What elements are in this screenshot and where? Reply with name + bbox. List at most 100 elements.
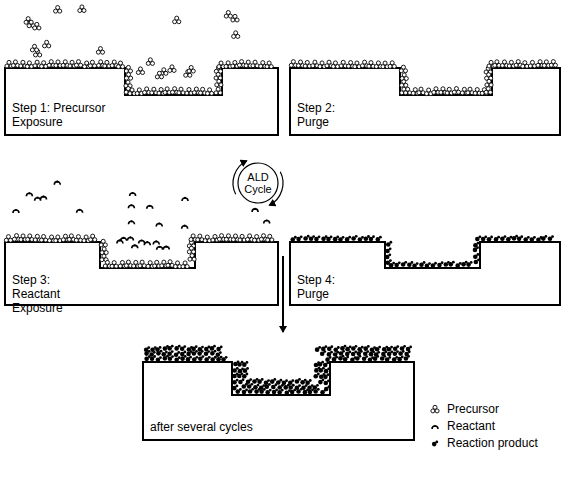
reactant-molecule bbox=[130, 204, 132, 206]
legend-row: Reactant bbox=[428, 417, 538, 434]
precursor-molecule bbox=[551, 60, 555, 64]
product-molecule bbox=[428, 262, 431, 265]
legend-sample bbox=[428, 437, 442, 449]
product-molecule bbox=[147, 346, 150, 349]
precursor-molecule bbox=[305, 60, 309, 64]
step-label: Step 2: Purge bbox=[297, 101, 349, 129]
product-molecule bbox=[389, 247, 392, 250]
reactant-molecule bbox=[56, 181, 58, 183]
precursor-molecule bbox=[201, 87, 205, 91]
precursor-molecule bbox=[291, 60, 295, 64]
product-molecule bbox=[342, 236, 345, 239]
precursor-molecule bbox=[35, 60, 39, 64]
precursor-molecule bbox=[127, 73, 131, 77]
product-molecule bbox=[307, 235, 310, 238]
product-molecule bbox=[298, 384, 301, 387]
product-molecule bbox=[317, 361, 320, 364]
reactant-molecule bbox=[266, 219, 268, 221]
product-molecule bbox=[337, 346, 340, 349]
precursor-molecule bbox=[383, 61, 387, 65]
precursor-molecule bbox=[261, 234, 265, 238]
product-molecule bbox=[330, 351, 333, 354]
product-molecule bbox=[178, 356, 181, 359]
precursor-molecule bbox=[165, 87, 169, 91]
precursor-molecule bbox=[538, 60, 542, 64]
precursor-molecule bbox=[190, 254, 194, 258]
precursor-molecule bbox=[155, 260, 159, 264]
precursor-molecule bbox=[126, 65, 130, 69]
precursor-molecule bbox=[509, 60, 513, 64]
precursor-molecule bbox=[486, 87, 490, 91]
product-molecule bbox=[403, 345, 406, 348]
product-molecule bbox=[423, 261, 426, 264]
product-molecule bbox=[321, 361, 324, 364]
precursor-molecule bbox=[502, 60, 506, 64]
precursor-molecule bbox=[175, 16, 179, 20]
precursor-molecule bbox=[246, 60, 250, 64]
product-molecule bbox=[291, 379, 294, 382]
product-molecule bbox=[361, 236, 364, 239]
reactant-molecule bbox=[134, 244, 136, 246]
precursor-molecule bbox=[119, 61, 123, 65]
product-molecule bbox=[268, 383, 271, 386]
product-molecule bbox=[479, 235, 482, 238]
substrate bbox=[143, 362, 414, 440]
product-molecule bbox=[219, 351, 222, 354]
precursor-molecule bbox=[363, 60, 367, 64]
product-molecule bbox=[318, 235, 321, 238]
product-molecule bbox=[257, 384, 260, 387]
product-molecule bbox=[220, 345, 223, 348]
precursor-molecule bbox=[162, 68, 166, 72]
product-molecule bbox=[195, 345, 198, 348]
precursor-molecule bbox=[70, 60, 74, 64]
reactant-molecule bbox=[37, 197, 39, 199]
precursor-molecule bbox=[63, 60, 67, 64]
precursor-molecule bbox=[369, 61, 373, 65]
reactant-molecule bbox=[79, 209, 81, 211]
precursor-molecule bbox=[219, 61, 223, 65]
product-molecule bbox=[327, 379, 330, 382]
precursor-molecule bbox=[233, 14, 237, 18]
precursor-molecule bbox=[26, 17, 30, 21]
step-label: Step 1: Precursor Exposure bbox=[12, 101, 124, 129]
precursor-molecule bbox=[21, 234, 25, 238]
product-molecule bbox=[208, 356, 211, 359]
precursor-molecule bbox=[63, 234, 67, 238]
precursor-molecule bbox=[102, 254, 106, 258]
precursor-molecule bbox=[419, 87, 423, 91]
precursor-molecule bbox=[413, 88, 417, 92]
precursor-molecule bbox=[45, 40, 49, 44]
precursor-molecule bbox=[33, 44, 37, 48]
precursor-molecule bbox=[6, 235, 10, 239]
product-molecule bbox=[398, 261, 401, 264]
precursor-molecule bbox=[84, 235, 88, 239]
product-molecule bbox=[452, 261, 455, 264]
product-molecule bbox=[267, 379, 270, 382]
precursor-molecule bbox=[255, 235, 259, 239]
precursor-molecule bbox=[187, 88, 191, 92]
precursor-molecule bbox=[194, 87, 198, 91]
product-molecule bbox=[236, 379, 239, 382]
precursor-molecule bbox=[220, 234, 224, 238]
product-molecule bbox=[330, 235, 333, 238]
precursor-molecule bbox=[126, 80, 130, 84]
precursor-molecule bbox=[349, 61, 353, 65]
product-molecule bbox=[184, 355, 187, 358]
precursor-molecule bbox=[15, 234, 19, 238]
reactant-molecule bbox=[15, 209, 17, 211]
legend-sample bbox=[428, 403, 442, 415]
precursor-molecule bbox=[69, 234, 73, 238]
reactant-molecule bbox=[254, 208, 256, 210]
precursor-molecule bbox=[27, 61, 31, 65]
precursor-molecule bbox=[148, 58, 152, 62]
precursor-molecule bbox=[56, 235, 60, 239]
product-molecule bbox=[249, 378, 252, 381]
product-molecule bbox=[379, 236, 382, 239]
product-molecule bbox=[246, 361, 249, 364]
precursor-molecule bbox=[189, 65, 193, 69]
precursor-molecule bbox=[179, 87, 183, 91]
precursor-molecule bbox=[198, 234, 202, 238]
legend-text: Precursor bbox=[447, 402, 499, 416]
precursor-molecule bbox=[489, 60, 493, 64]
product-molecule bbox=[490, 236, 493, 239]
